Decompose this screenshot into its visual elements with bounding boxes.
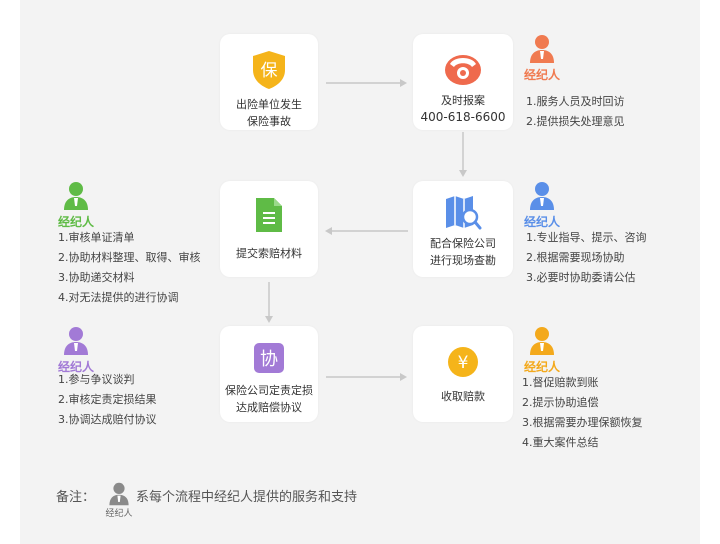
step-report-card: 及时报案 400-618-6600 (413, 34, 513, 130)
document-icon (256, 198, 282, 232)
shield-icon: 保 (253, 51, 285, 89)
agent-title: 经纪人 (523, 360, 560, 374)
agent-person-icon (64, 327, 88, 355)
agent-claim-docs-duties: 1.审核单证清单 2.协助材料整理、取得、审核 3.协助递交材料 4.对无法提供… (58, 228, 201, 308)
step-payment-card: ¥ 收取赔款 (413, 326, 513, 422)
list-item: 2.协助材料整理、取得、审核 (58, 251, 201, 264)
legend-text: 系每个流程中经纪人提供的服务和支持 (136, 490, 358, 505)
agent-person-gray-icon (109, 482, 129, 506)
agent-payment-duties: 1.督促赔款到账 2.提示协助追偿 3.根据需要办理保额恢复 4.重大案件总结 (522, 373, 643, 453)
list-item: 4.重大案件总结 (522, 436, 599, 449)
arrow-step4-to-step5 (265, 282, 273, 323)
report-phone-number: 400-618-6600 (420, 110, 506, 124)
agent-payment: 经纪人 (522, 326, 562, 375)
legend-note: 备注： (56, 486, 95, 505)
telephone-icon (445, 55, 481, 85)
list-item: 3.根据需要办理保额恢复 (522, 416, 643, 429)
step-6-line-1: 收取赔款 (441, 390, 485, 403)
shield-char: 保 (261, 61, 278, 81)
step-3-line-1: 配合保险公司 (430, 237, 496, 250)
agent-title: 经纪人 (523, 68, 560, 82)
agent-agreement-duties: 1.参与争议谈判 2.审核定责定损结果 3.协调达成赔付协议 (58, 370, 157, 430)
yuan-char: ¥ (458, 353, 469, 373)
agent-survey: 经纪人 (522, 181, 562, 230)
agreement-char: 协 (260, 349, 278, 370)
agreement-icon: 协 (254, 343, 284, 373)
list-item: 2.根据需要现场协助 (526, 251, 625, 264)
list-item: 1.服务人员及时回访 (526, 95, 625, 108)
agent-person-icon (530, 35, 554, 63)
step-2-line-1: 及时报案 (441, 94, 485, 107)
step-claim-docs-card: 提交索赔材料 (220, 181, 318, 277)
list-item: 2.提示协助追偿 (522, 396, 599, 409)
note-label: 备注： (56, 490, 96, 505)
step-agreement-card: 协 保险公司定责定损 达成赔偿协议 (220, 326, 318, 422)
list-item: 1.专业指导、提示、咨询 (526, 231, 647, 244)
legend-agent-icon: 经纪人 (104, 482, 134, 519)
legend-icon-label: 经纪人 (105, 509, 133, 519)
agent-person-icon (530, 182, 554, 210)
list-item: 3.必要时协助委请公估 (526, 271, 636, 284)
arrow-step2-to-step3 (459, 132, 467, 177)
yuan-coin-icon: ¥ (448, 347, 478, 377)
step-5-line-1: 保险公司定责定损 (225, 384, 313, 397)
list-item: 3.协调达成赔付协议 (58, 413, 157, 426)
background-panel (20, 0, 700, 544)
step-5-line-2: 达成赔偿协议 (236, 401, 302, 414)
step-4-line-1: 提交索赔材料 (236, 247, 302, 260)
step-survey-card: 配合保险公司 进行现场查勘 (413, 181, 513, 277)
arrow-step1-to-step2 (326, 79, 407, 87)
agent-report: 经纪人 (522, 34, 562, 83)
arrow-step5-to-step6 (326, 373, 407, 381)
step-accident-card: 保 出险单位发生 保险事故 (220, 34, 318, 130)
agent-person-icon (64, 182, 88, 210)
agent-title: 经纪人 (57, 215, 94, 229)
agent-report-duties: 1.服务人员及时回访 2.提供损失处理意见 (526, 92, 625, 132)
agent-agreement: 经纪人 (56, 326, 96, 375)
agent-title: 经纪人 (57, 360, 94, 374)
step-1-line-1: 出险单位发生 (236, 98, 302, 111)
list-item: 3.协助递交材料 (58, 271, 135, 284)
list-item: 4.对无法提供的进行协调 (58, 291, 179, 304)
agent-survey-duties: 1.专业指导、提示、咨询 2.根据需要现场协助 3.必要时协助委请公估 (526, 228, 647, 288)
list-item: 2.提供损失处理意见 (526, 115, 625, 128)
arrow-step3-to-step4 (325, 227, 408, 235)
map-search-icon (446, 196, 482, 230)
list-item: 1.督促赔款到账 (522, 376, 599, 389)
agent-title: 经纪人 (523, 215, 560, 229)
agent-claim-docs: 经纪人 (56, 181, 96, 230)
list-item: 1.参与争议谈判 (58, 373, 135, 386)
agent-person-icon (530, 327, 554, 355)
step-3-line-2: 进行现场查勘 (430, 254, 496, 267)
list-item: 1.审核单证清单 (58, 231, 135, 244)
list-item: 2.审核定责定损结果 (58, 393, 157, 406)
step-1-line-2: 保险事故 (247, 115, 291, 128)
